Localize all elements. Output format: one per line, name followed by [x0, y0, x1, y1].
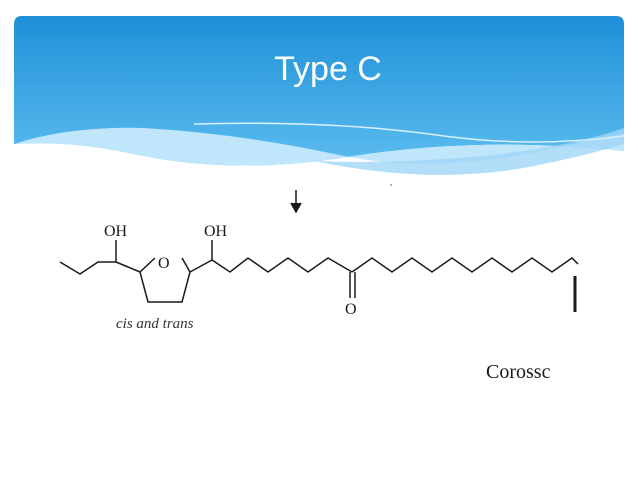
- slide-title: Type C: [274, 50, 382, 88]
- main-chain-bonds-1: [211, 257, 353, 273]
- oh-left-label: OH: [104, 223, 128, 240]
- ring-link-right: [189, 259, 213, 273]
- banner-wave-mid: [314, 128, 624, 175]
- speck-mark: [390, 184, 392, 186]
- ring-link-left: [115, 261, 141, 273]
- thf-ring-bonds: [139, 257, 191, 303]
- banner-wave-light: [14, 127, 624, 166]
- compound-name-label: Corossc: [486, 361, 551, 383]
- left-chain-bonds: [59, 261, 116, 275]
- banner-background: [14, 16, 624, 166]
- main-chain-bonds-2: [351, 257, 579, 273]
- stereo-caption: cis and trans: [116, 316, 194, 332]
- title-banner: [14, 16, 624, 175]
- banner-wave-line: [193, 122, 624, 143]
- ring-oxygen-label: O: [158, 255, 170, 272]
- ketone-oxygen-label: O: [345, 301, 357, 318]
- down-arrow-icon: [290, 190, 302, 214]
- oh-right-label: OH: [204, 223, 228, 240]
